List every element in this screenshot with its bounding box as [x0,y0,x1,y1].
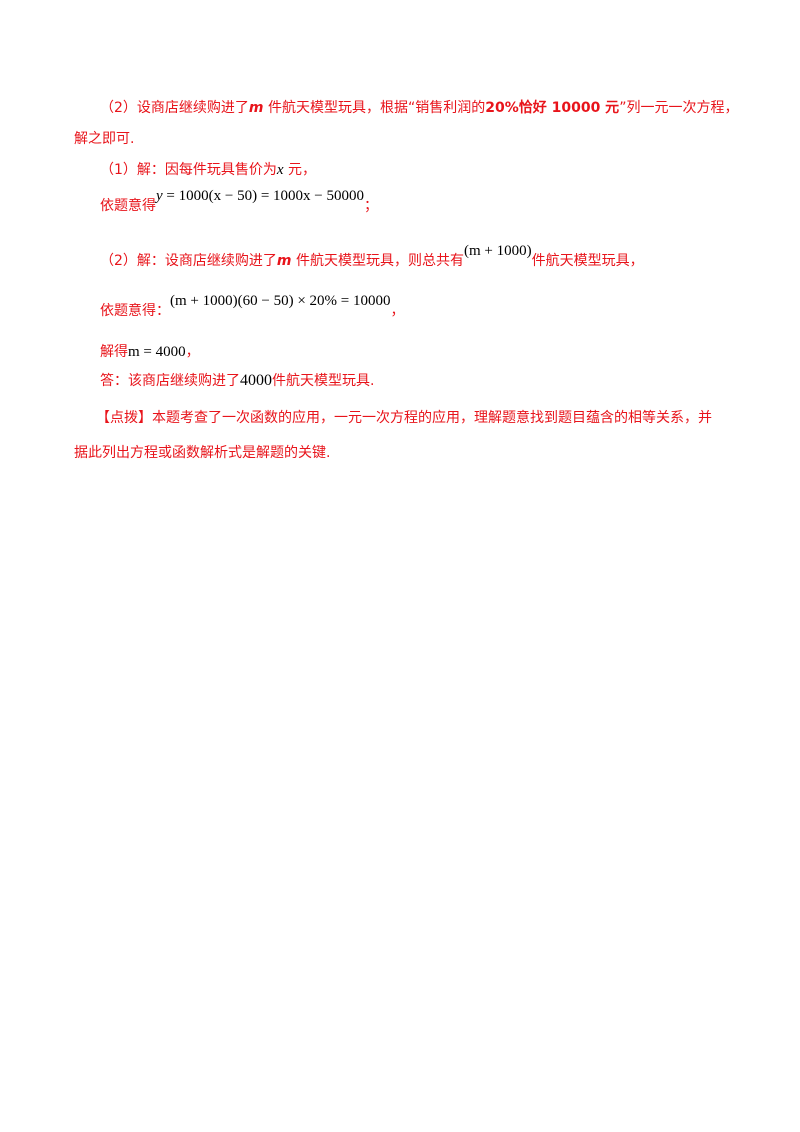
part2-hint-cont-line: 解之即可. [74,129,134,149]
answer-prefix: 答：该商店继续购进了 [100,373,240,389]
part2-hint-line: （2）设商店继续购进了m 件航天模型玩具，根据“销售利润的20%恰好 10000… [100,98,738,118]
sol2-eq-formula: (m + 1000)(60 − 50) × 20% = 10000 [170,293,391,309]
sol1-eq-rhs: = 1000(x − 50) = 1000x − 50000 [162,188,364,204]
sol1-eq-formula: y = 1000(x − 50) = 1000x − 50000 [156,188,364,204]
sol2-eq-label: 依题意得： [100,303,170,319]
sol2-result-line: 解得m = 4000， [100,342,200,362]
sol2-eq-end: ， [390,303,405,319]
sol2-eq-line: 依题意得：(m + 1000)(60 − 50) × 20% = 10000， [100,293,405,321]
sol1-suffix: 元， [283,162,317,178]
sol2-suffix: 件航天模型玩具， [531,253,644,269]
part2-hint-bold: 20%恰好 10000 元 [485,100,620,116]
sol1-var: x [276,162,284,178]
sol2-line: （2）解：设商店继续购进了m 件航天模型玩具，则总共有(m + 1000)件航天… [100,243,644,271]
sol2-result-end: ， [185,344,200,360]
sol2-result-label: 解得 [100,344,128,360]
sol2-middle: 件航天模型玩具，则总共有 [291,253,464,269]
part2-hint-var: m [248,100,264,116]
answer-value: 4000 [240,372,272,389]
comment-text-cont: 据此列出方程或函数解析式是解题的关键. [74,445,331,461]
sol1-eq-lhs: y [156,188,163,204]
comment-line: 【点拨】本题考查了一次函数的应用，一元一次方程的应用，理解题意找到题目蕴含的相等… [96,408,712,428]
comment-text: 本题考查了一次函数的应用，一元一次方程的应用，理解题意找到题目蕴含的相等关系，并 [152,410,712,426]
part2-hint-prefix: （2）设商店继续购进了 [100,100,249,116]
comment-cont-line: 据此列出方程或函数解析式是解题的关键. [74,443,330,463]
comment-tag: 【点拨】 [96,410,152,426]
sol1-prefix: （1）解：因每件玩具售价为 [100,162,277,178]
part2-hint-suffix: ”列一元一次方程， [619,100,739,116]
answer-suffix: 件航天模型玩具. [272,373,375,389]
part2-hint-cont: 解之即可. [74,131,135,147]
sol1-eq-end: ； [364,198,378,214]
part2-hint-middle: 件航天模型玩具，根据“销售利润的 [263,100,486,116]
answer-line: 答：该商店继续购进了4000件航天模型玩具. [100,371,374,391]
sol1-eq-line: 依题意得y = 1000(x − 50) = 1000x − 50000； [100,188,378,216]
sol2-var: m [276,253,292,269]
sol1-line: （1）解：因每件玩具售价为x 元， [100,160,316,180]
sol2-prefix: （2）解：设商店继续购进了 [100,253,277,269]
sol1-eq-label: 依题意得 [100,198,156,214]
sol2-result-formula: m = 4000 [128,344,186,360]
sol2-formula: (m + 1000) [463,243,532,259]
